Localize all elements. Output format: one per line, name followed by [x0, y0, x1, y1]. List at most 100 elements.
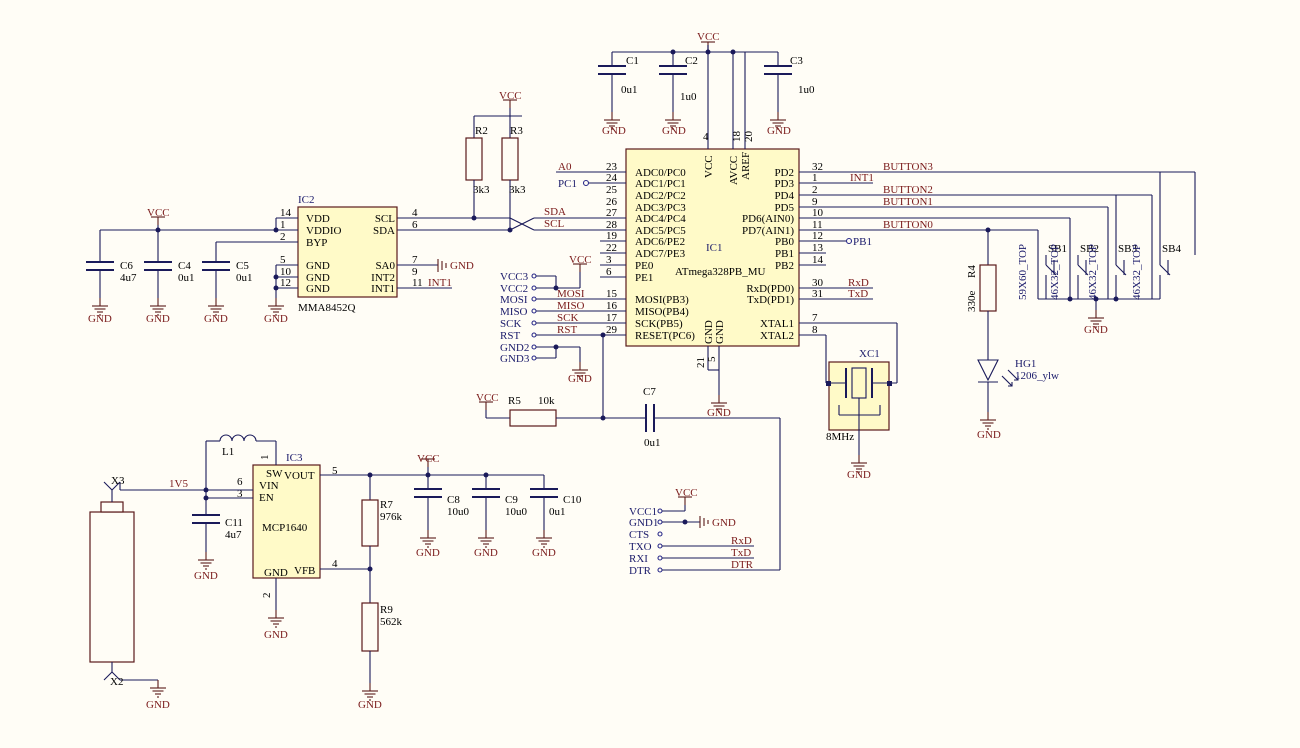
c11-gnd-label: GND — [194, 570, 218, 582]
resistor-r4: R4 330e — [966, 264, 997, 360]
c10-gnd-label: GND — [532, 547, 556, 559]
c3-ref: C3 — [790, 55, 803, 67]
sb4-value: 46X32_TOP — [1131, 244, 1143, 300]
c4-ref: C4 — [178, 260, 191, 272]
ic1-pin-name: MOSI(PB3) — [635, 294, 689, 306]
sb1-value: 59X60_TOP — [1017, 244, 1029, 300]
ic2-pin-num: 6 — [412, 219, 418, 231]
c2-ref: C2 — [685, 55, 698, 67]
capacitor-c9: C9 10u0 GND — [471, 474, 528, 559]
ic1-pin-name: ADC6/PE2 — [635, 236, 685, 248]
serial-pin-label: CTS — [629, 529, 649, 541]
c5-ref: C5 — [236, 260, 249, 272]
isp-pin-dot — [531, 285, 537, 291]
net-pb1: PB1 — [853, 236, 872, 248]
ic3-pin-vout: VOUT — [284, 470, 315, 482]
ic3-pin-sw: SW — [266, 468, 283, 480]
ic1-pin-num: 26 — [606, 196, 618, 208]
ic1-pin-num: 24 — [606, 172, 618, 184]
ic2-pin-name: SA0 — [375, 260, 395, 272]
capacitor-c6: C6 4u7 GND — [86, 230, 137, 325]
net-int1-ic2: INT1 — [428, 277, 452, 289]
ic3-ref: IC3 — [286, 452, 303, 464]
hg1-ref: HG1 — [1015, 358, 1036, 370]
c3-gnd-label: GND — [767, 125, 791, 137]
net-button3: BUTTON3 — [883, 161, 933, 173]
r9-value: 562k — [380, 616, 403, 628]
ic1-pin-name: PD5 — [774, 202, 794, 214]
capacitor-c2: C2 1u0 GND — [658, 51, 698, 137]
c6-value: 4u7 — [120, 272, 137, 284]
ic1-pin-name: XTAL2 — [760, 330, 794, 342]
ic1-pin-num: 19 — [606, 230, 618, 242]
r3-ref: R3 — [510, 125, 523, 137]
ic2-pin-name: SCL — [375, 213, 395, 225]
capacitor-c8: C8 10u0 GND — [413, 474, 470, 559]
ic1-pin-5: 5 — [706, 356, 718, 362]
c5-gnd-label: GND — [204, 313, 228, 325]
ic1-pin-name: ADC2/PC2 — [635, 190, 686, 202]
c8-gnd-label: GND — [416, 547, 440, 559]
serial-pin-dot — [657, 555, 663, 561]
r5-ref: R5 — [508, 395, 521, 407]
isp-gnd-label: GND — [568, 373, 592, 385]
ic2-pin-name: GND — [306, 260, 330, 272]
ic1-pin-num: 16 — [606, 300, 618, 312]
batt-gnd-label: GND — [146, 699, 170, 711]
ic1-pin-num: 2 — [812, 184, 818, 196]
ic2-pin-name: SDA — [373, 225, 395, 237]
net-int1-ic1: INT1 — [850, 172, 874, 184]
ic1-pin-num: 22 — [606, 242, 617, 254]
serial-net-dtr: DTR — [731, 559, 754, 571]
r5-value: 10k — [538, 395, 555, 407]
c8-value: 10u0 — [447, 506, 470, 518]
net-txd: TxD — [848, 288, 868, 300]
serial-pin-label: VCC1 — [629, 506, 657, 518]
xc1-ref: XC1 — [859, 348, 880, 360]
ic1-pin-num: 23 — [606, 161, 618, 173]
c1-ref: C1 — [626, 55, 639, 67]
ic1-pin-num: 7 — [812, 312, 818, 324]
ic1-pin-num: 8 — [812, 324, 818, 336]
battery-holder: X3 X2 GND — [89, 475, 170, 711]
ic1-pin-num: 15 — [606, 288, 618, 300]
resistor-r3: R3 3k3 — [501, 116, 526, 230]
ic1-pin-name: PD3 — [774, 178, 794, 190]
c11-ref: C11 — [225, 517, 243, 529]
ic3-pin-vin: VIN — [259, 480, 279, 492]
c6-ref: C6 — [120, 260, 133, 272]
ic2-pin-name: VDD — [306, 213, 330, 225]
r3-value: 3k3 — [509, 184, 526, 196]
ic1-pin-num: 1 — [812, 172, 818, 184]
vcc-label-vout: VCC — [417, 453, 440, 465]
capacitor-c1: C1 0u1 GND — [597, 51, 639, 137]
isp-pin-label: MOSI — [500, 294, 528, 306]
serial-pin-label: GND1 — [629, 517, 658, 529]
c6-gnd-label: GND — [88, 313, 112, 325]
isp-pin-label: SCK — [500, 318, 521, 330]
ic3-pin-en: EN — [259, 492, 274, 504]
ic1-pin-num: 32 — [812, 161, 823, 173]
ic1-pin-num: 12 — [812, 230, 823, 242]
net-mosi: MOSI — [557, 288, 585, 300]
ic2-pin-num: 10 — [280, 266, 292, 278]
ic1-pin-num: 11 — [812, 219, 823, 231]
ic3-pin6-num: 6 — [237, 476, 243, 488]
ic2-value: MMA8452Q — [298, 302, 356, 314]
ic3-pin4-num: 4 — [332, 558, 338, 570]
ic1-pin-name: MISO(PB4) — [635, 306, 689, 318]
ic1-pin-name: ADC0/PC0 — [635, 167, 686, 179]
net-1v5: 1V5 — [169, 478, 188, 490]
resistor-r9: R9 562k GND — [358, 602, 403, 711]
ic1-pin-num: 30 — [812, 277, 824, 289]
ic1-pin-20: 20 — [743, 131, 755, 143]
ic1-pin-name: PD6(AIN0) — [742, 213, 794, 225]
vcc-label-ic2: VCC — [147, 207, 170, 219]
c5-value: 0u1 — [236, 272, 253, 284]
isp-pin-dot — [531, 332, 537, 338]
